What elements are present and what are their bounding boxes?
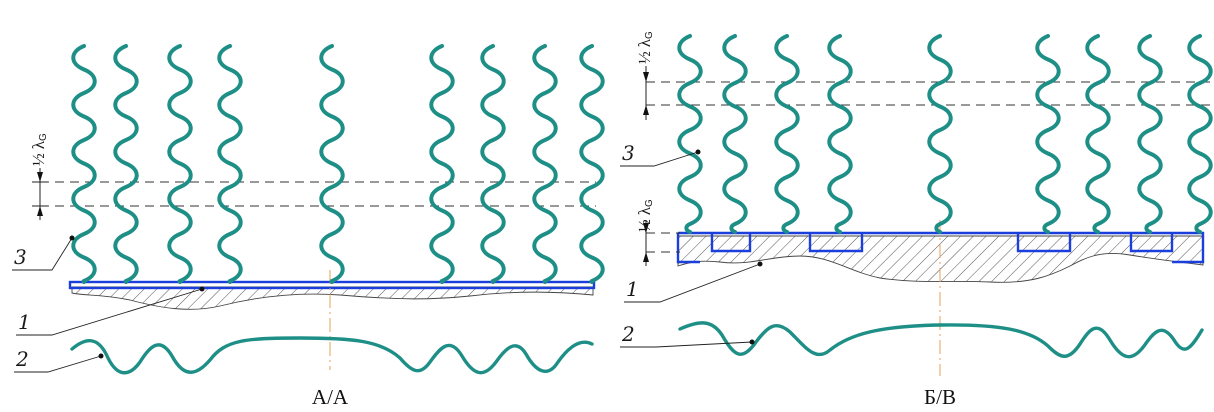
caption-a: А/А	[312, 385, 349, 409]
panel-a-fiber-6	[429, 44, 455, 284]
leader-dot-1-a	[199, 286, 205, 292]
substrate-hatch-a	[71, 286, 594, 310]
dimension-arrow-a-bottom	[37, 206, 43, 216]
panel-b-fiber-8	[1137, 34, 1163, 234]
panel-a-fiber-1	[71, 44, 97, 284]
callout-3-a: 3	[14, 245, 27, 269]
panel-a-fiber-4	[217, 44, 243, 284]
profile-curve-b	[678, 321, 1204, 359]
dimension-arrow-b-top-2	[643, 105, 649, 115]
leader-3-b	[620, 151, 699, 167]
panel-b-fiber-3	[774, 34, 800, 234]
panel-b-slot-4	[1129, 233, 1174, 253]
panel-b-fiber-6	[1035, 34, 1061, 234]
panel-b-slot-3	[1016, 233, 1072, 253]
callout-2-b: 2	[621, 322, 635, 346]
dimension-label-b-base: ½λG	[635, 199, 655, 232]
leader-1-a	[16, 288, 203, 336]
panel-b-fiber-4	[827, 34, 853, 234]
leader-dot-3-b	[695, 149, 701, 155]
callout-1-a: 1	[18, 310, 31, 334]
panel-b-fiber-2	[722, 34, 748, 234]
dimension-arrow-b-base-1	[643, 223, 649, 233]
leader-2-a	[14, 355, 102, 373]
dimension-arrow-b-top-1	[643, 72, 649, 82]
leader-dot-3-a	[69, 235, 75, 241]
panel-a-fiber-2	[113, 44, 139, 284]
leader-dot-1-b	[757, 261, 763, 267]
callout-1-b: 1	[626, 277, 639, 301]
panel-b: ½λG ½λG 3 1 2 Б/В	[620, 31, 1213, 409]
slot-group-b	[710, 233, 1174, 253]
panel-a-fiber-3	[167, 44, 193, 284]
profile-curve-a	[70, 336, 594, 375]
dimension-label-b-top: ½λG	[635, 31, 655, 64]
panel-a-fiber-7	[480, 44, 506, 284]
callout-2-a: 2	[15, 347, 29, 371]
panel-a-fiber-9	[579, 44, 605, 284]
panel-b-fiber-7	[1085, 34, 1111, 234]
leader-dot-2-b	[749, 339, 755, 345]
dimension-arrow-b-base-2	[643, 252, 649, 262]
panel-b-fiber-1	[677, 34, 703, 234]
leader-1-b	[624, 263, 761, 303]
fiber-group-b	[677, 34, 1213, 234]
leader-3-a	[12, 237, 73, 271]
panel-b-slot-2	[808, 233, 864, 253]
panel-a-fiber-8	[532, 44, 558, 284]
caption-b: Б/В	[924, 385, 956, 409]
leader-dot-2-a	[98, 353, 104, 359]
panel-a: ½λG 3 1 2 А/А	[12, 44, 605, 409]
panel-b-fiber-5	[927, 34, 953, 234]
callout-3-b: 3	[622, 141, 635, 165]
leader-2-b	[620, 341, 753, 348]
panel-b-fiber-9	[1187, 34, 1213, 234]
dimension-label-a: ½λG	[29, 133, 49, 166]
panel-a-fiber-5	[319, 44, 345, 284]
panel-b-slot-1	[710, 233, 752, 253]
fiber-group-a	[71, 44, 605, 284]
dimension-arrow-a-top	[37, 172, 43, 182]
